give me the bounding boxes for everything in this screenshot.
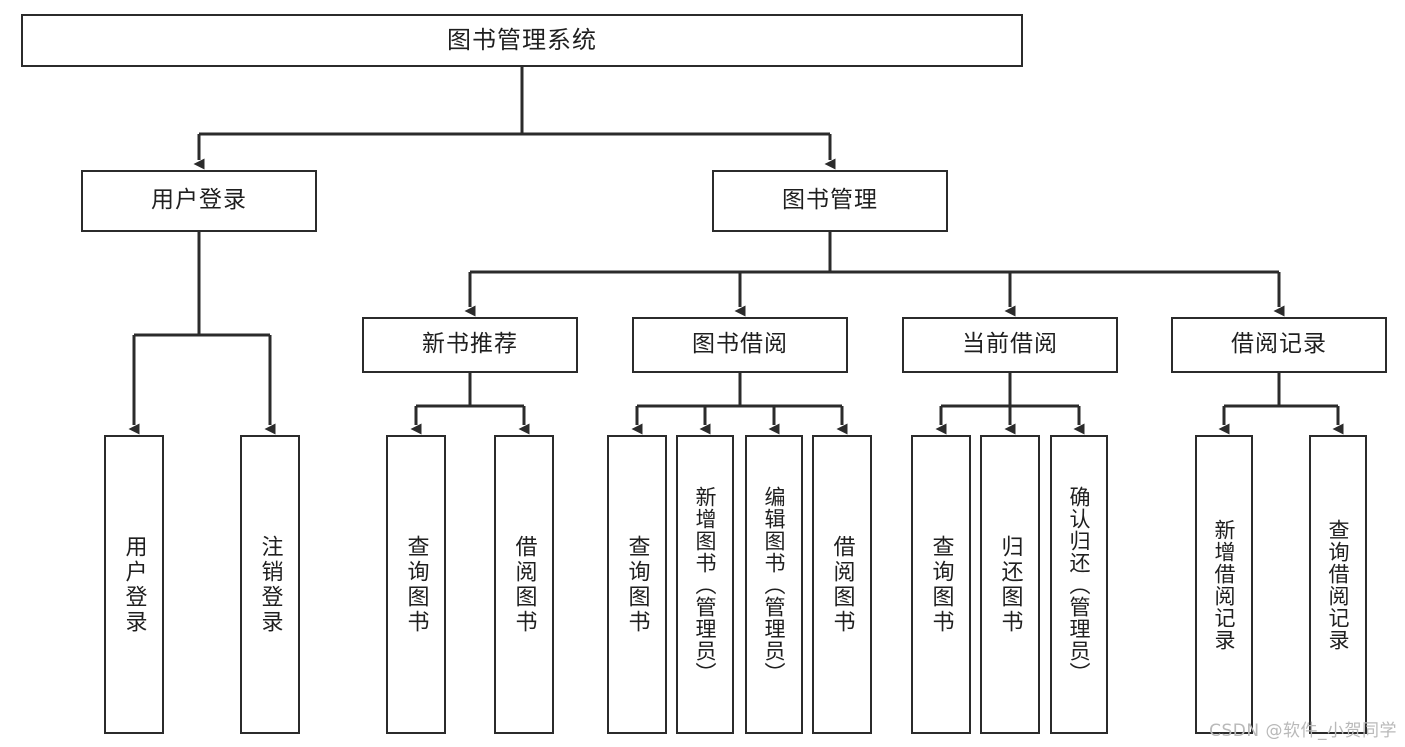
leaf-query-record[interactable]: 查询借阅记录 bbox=[1309, 435, 1367, 734]
leaf-add-book[interactable]: 新增图书（管理员） bbox=[676, 435, 734, 734]
node-book-manage[interactable]: 图书管理 bbox=[712, 170, 948, 232]
leaf-logout-login[interactable]: 注销登录 bbox=[240, 435, 300, 734]
node-user-login[interactable]: 用户登录 bbox=[81, 170, 317, 232]
leaf-query-book-3[interactable]: 查询图书 bbox=[911, 435, 971, 734]
leaf-query-book-1[interactable]: 查询图书 bbox=[386, 435, 446, 734]
node-current-borrow[interactable]: 当前借阅 bbox=[902, 317, 1118, 373]
leaf-user-login[interactable]: 用户登录 bbox=[104, 435, 164, 734]
leaf-add-record[interactable]: 新增借阅记录 bbox=[1195, 435, 1253, 734]
node-root-system[interactable]: 图书管理系统 bbox=[21, 14, 1023, 67]
node-borrow-record[interactable]: 借阅记录 bbox=[1171, 317, 1387, 373]
leaf-query-book-2[interactable]: 查询图书 bbox=[607, 435, 667, 734]
leaf-borrow-book-2[interactable]: 借阅图书 bbox=[812, 435, 872, 734]
node-new-book-recommend[interactable]: 新书推荐 bbox=[362, 317, 578, 373]
csdn-watermark: CSDN @软件_小贺同学 bbox=[1209, 721, 1397, 741]
node-book-borrow[interactable]: 图书借阅 bbox=[632, 317, 848, 373]
leaf-confirm-return[interactable]: 确认归还（管理员） bbox=[1050, 435, 1108, 734]
leaf-edit-book[interactable]: 编辑图书（管理员） bbox=[745, 435, 803, 734]
leaf-borrow-book-1[interactable]: 借阅图书 bbox=[494, 435, 554, 734]
leaf-return-book[interactable]: 归还图书 bbox=[980, 435, 1040, 734]
